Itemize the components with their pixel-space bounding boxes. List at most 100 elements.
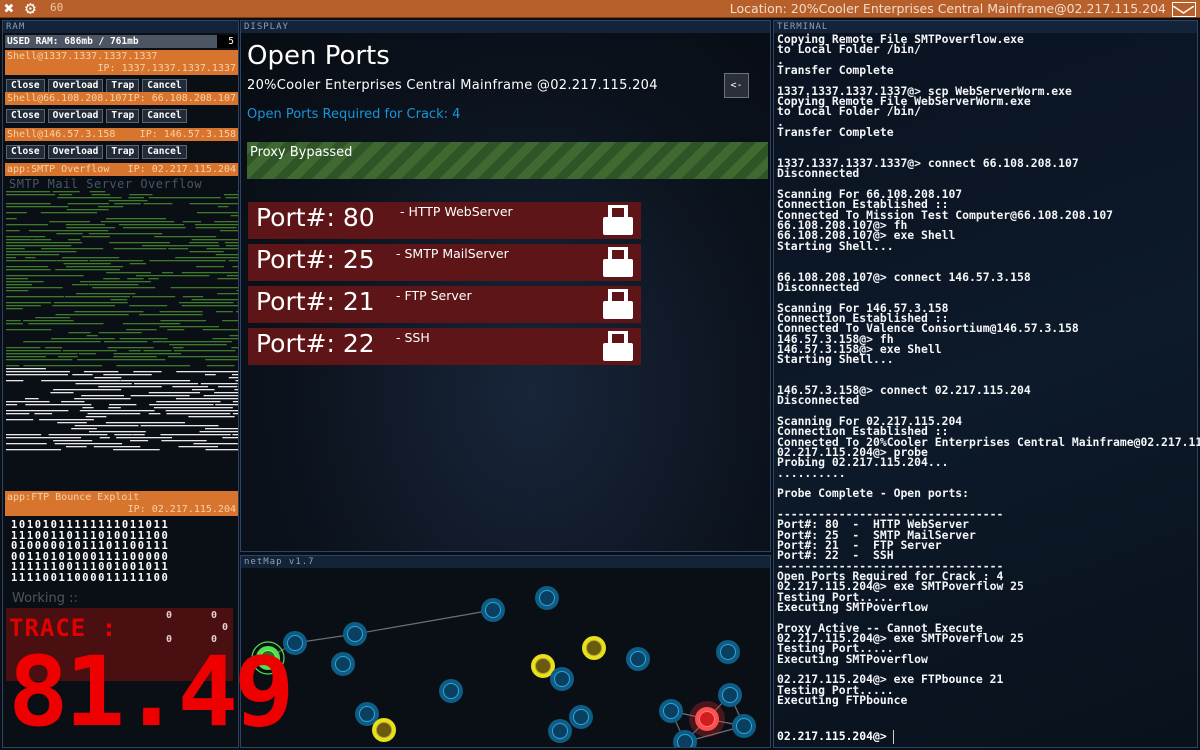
overflow-bar [128, 350, 141, 352]
cancel-button[interactable]: Cancel [142, 109, 187, 123]
overflow-bar [153, 407, 233, 409]
overflow-bar [132, 296, 176, 298]
overflow-bar [98, 332, 142, 334]
network-node[interactable] [355, 702, 379, 726]
terminal-line: Testing Port..... [777, 682, 894, 697]
network-node[interactable] [531, 654, 555, 678]
terminal-panel: TERMINAL Copying Remote File SMTPoverflo… [773, 20, 1200, 748]
port-number: Port#: 80 [256, 203, 375, 232]
trap-button[interactable]: Trap [106, 145, 140, 159]
network-node[interactable] [550, 667, 574, 691]
home-node[interactable] [251, 641, 285, 675]
overflow-bar [105, 422, 185, 424]
overflow-bar [149, 260, 226, 262]
overflow-bar [52, 305, 115, 307]
overflow-bar [196, 212, 238, 214]
network-node[interactable] [535, 586, 559, 610]
overflow-bar [75, 383, 132, 385]
network-node[interactable] [732, 714, 756, 738]
network-node[interactable] [659, 699, 683, 723]
ram-panel: RAM USED RAM: 686mb / 761mb 5 Shell@1337… [2, 20, 239, 748]
close-icon[interactable]: ✖ [4, 0, 15, 19]
overflow-bar [6, 230, 20, 232]
overload-button[interactable]: Overload [47, 109, 104, 123]
network-node[interactable] [716, 640, 740, 664]
overflow-bar [225, 197, 238, 199]
overflow-bar [175, 398, 238, 400]
port-row[interactable]: Port#: 21 - FTP Server [248, 286, 641, 323]
overflow-bar [23, 365, 102, 367]
overflow-bar [154, 236, 217, 238]
network-node[interactable] [283, 631, 307, 655]
overflow-bar [161, 440, 207, 442]
gear-icon[interactable]: ⚙ [25, 0, 36, 19]
overflow-bar [178, 302, 234, 304]
network-node[interactable] [343, 622, 367, 646]
network-node[interactable] [673, 730, 697, 748]
network-node[interactable] [372, 718, 396, 742]
terminal-input[interactable]: 02.217.115.204@> [777, 729, 894, 744]
close-button[interactable]: Close [6, 145, 45, 159]
cancel-button[interactable]: Cancel [142, 145, 187, 159]
overflow-bar [23, 341, 101, 343]
overflow-bar [228, 377, 238, 379]
overflow-bar [148, 413, 161, 415]
display-panel: DISPLAY Open Ports 20%Cooler Enterprises… [240, 20, 771, 552]
port-number: Port#: 21 [256, 287, 375, 316]
overflow-bar [118, 224, 185, 226]
port-row[interactable]: Port#: 25 - SMTP MailServer [248, 244, 641, 281]
netmap-title: netMap v1.7 [241, 556, 770, 568]
smtp-overflow-visualization [6, 191, 238, 451]
overflow-bar [105, 218, 167, 220]
trap-button[interactable]: Trap [106, 109, 140, 123]
close-button[interactable]: Close [6, 79, 45, 93]
trace-timer: 81.49 [8, 636, 295, 748]
network-node[interactable] [718, 683, 742, 707]
network-map [251, 586, 756, 748]
mail-icon[interactable] [1172, 2, 1196, 17]
overflow-bar [67, 203, 110, 205]
overflow-bar [113, 248, 167, 250]
terminal-line: Connected To Mission Test Computer@66.10… [777, 207, 1114, 222]
overload-button[interactable]: Overload [47, 145, 104, 159]
overflow-bar [74, 398, 131, 400]
ports-required: Open Ports Required for Crack: 4 [247, 107, 461, 122]
network-node[interactable] [626, 647, 650, 671]
network-node[interactable] [481, 598, 505, 622]
overflow-bar [204, 374, 216, 376]
terminal-line: Port#: 25 - SMTP MailServer [777, 527, 976, 542]
lock-icon [603, 247, 633, 277]
back-button[interactable]: <- [724, 73, 749, 98]
overload-button[interactable]: Overload [47, 79, 104, 93]
overflow-bar [83, 371, 119, 373]
network-node[interactable] [548, 719, 572, 743]
port-row[interactable]: Port#: 22 - SSH [248, 328, 641, 365]
overflow-bar [6, 191, 51, 193]
close-button[interactable]: Close [6, 109, 45, 123]
trap-button[interactable]: Trap [106, 79, 140, 93]
overflow-bar [224, 242, 238, 244]
network-node[interactable] [331, 652, 355, 676]
overflow-bar [234, 389, 238, 391]
terminal-line: Probe Complete - Open ports: [777, 486, 970, 501]
port-row[interactable]: Port#: 80 - HTTP WebServer [248, 202, 641, 239]
network-node[interactable] [582, 636, 606, 660]
network-node[interactable] [569, 705, 593, 729]
overflow-bar [222, 320, 238, 322]
overflow-bar [6, 281, 44, 283]
overflow-bar [225, 245, 238, 247]
overflow-bar [6, 305, 41, 307]
overflow-bar [61, 401, 85, 403]
network-node[interactable] [439, 679, 463, 703]
target-node[interactable] [689, 701, 725, 737]
target-name: 20%Cooler Enterprises Central Mainframe … [247, 78, 658, 93]
overflow-bar [172, 386, 209, 388]
cancel-button[interactable]: Cancel [142, 79, 187, 93]
overflow-bar [109, 242, 170, 244]
